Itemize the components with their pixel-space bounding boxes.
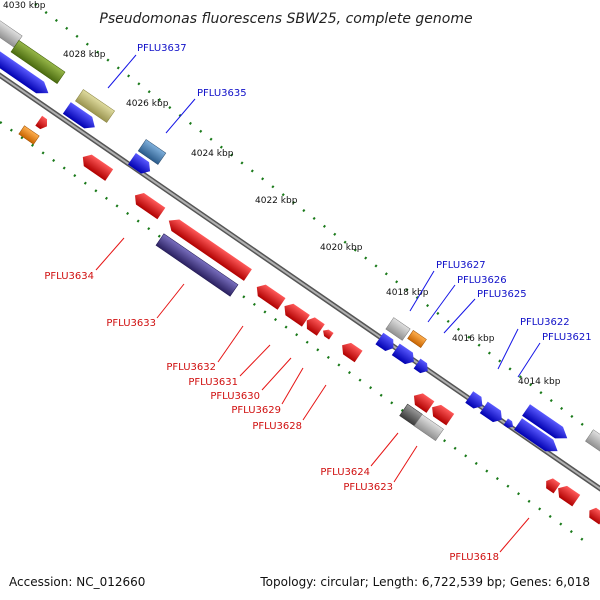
gene-label[interactable]: PFLU3637 xyxy=(137,43,187,54)
gene-olive[interactable] xyxy=(10,40,66,84)
gene-khaki[interactable] xyxy=(75,89,115,123)
gene-red-reverse-7[interactable] xyxy=(321,327,334,340)
gene-red-reverse-13[interactable] xyxy=(586,506,600,525)
gene-steel[interactable] xyxy=(137,139,167,165)
gene-red-reverse-2[interactable] xyxy=(131,190,166,220)
gene-label[interactable]: PFLU3623 xyxy=(343,482,393,493)
gene-blue-forward-10[interactable] xyxy=(522,404,571,444)
scale-track-outer xyxy=(34,3,600,439)
tick-label: 4028 kbp xyxy=(63,50,106,60)
gene-label[interactable]: PFLU3624 xyxy=(320,467,370,478)
gene-blue-forward-5[interactable] xyxy=(391,343,418,368)
tick-label: 4022 kbp xyxy=(255,196,298,206)
gene-blue-forward-4[interactable] xyxy=(375,332,397,354)
gene-label[interactable]: PFLU3626 xyxy=(457,275,507,286)
gene-label[interactable]: PFLU3633 xyxy=(106,318,156,329)
leader-lines-reverse xyxy=(95,237,530,553)
gene-label[interactable]: PFLU3630 xyxy=(210,391,260,402)
gene-red-reverse-11[interactable] xyxy=(543,476,561,494)
accession-text: Accession: NC_012660 xyxy=(9,575,145,589)
gene-blue-forward-3[interactable] xyxy=(127,153,154,177)
tick-label: 4026 kbp xyxy=(126,99,169,109)
gene-gray-right[interactable] xyxy=(585,429,600,453)
gene-red-reverse-9[interactable] xyxy=(410,390,435,413)
gene-blue-forward-8[interactable] xyxy=(479,401,506,426)
gene-blue-forward-7[interactable] xyxy=(465,391,486,412)
gene-red-reverse-1[interactable] xyxy=(79,151,114,181)
map-title: Pseudomonas fluorescens SBW25, complete … xyxy=(99,11,472,27)
gene-label[interactable]: PFLU3628 xyxy=(252,421,302,432)
gene-orange-mid[interactable] xyxy=(407,330,427,348)
tick-label: 4024 kbp xyxy=(191,149,234,159)
leader-lines-forward xyxy=(107,54,541,378)
gene-label[interactable]: PFLU3618 xyxy=(449,552,499,563)
gene-red-reverse-5[interactable] xyxy=(280,300,310,327)
gene-red-reverse-8[interactable] xyxy=(338,339,363,363)
gene-labels-reverse: PFLU3634 PFLU3633 PFLU3632 PFLU3631 PFLU… xyxy=(44,271,499,563)
genome-backbone xyxy=(0,72,600,492)
gene-label[interactable]: PFLU3621 xyxy=(542,332,592,343)
gene-blue-forward-2[interactable] xyxy=(62,102,99,133)
tick-label: 4014 kbp xyxy=(518,377,561,387)
gene-label[interactable]: PFLU3627 xyxy=(436,260,486,271)
reverse-strand-genes xyxy=(18,115,600,525)
gene-blue-forward-11[interactable] xyxy=(514,418,561,457)
gene-blue-forward-1[interactable] xyxy=(0,51,52,99)
tick-label: 4030 kbp xyxy=(3,1,46,11)
gene-label[interactable]: PFLU3631 xyxy=(188,377,238,388)
tick-label: 4020 kbp xyxy=(320,243,363,253)
gene-label[interactable]: PFLU3622 xyxy=(520,317,570,328)
gene-slate[interactable] xyxy=(155,233,239,297)
gene-labels-forward: PFLU3637 PFLU3635 PFLU3627 PFLU3626 PFLU… xyxy=(137,43,592,343)
topology-text: Topology: circular; Length: 6,722,539 bp… xyxy=(259,575,590,589)
gene-red-reverse-12[interactable] xyxy=(554,482,581,507)
gene-red-reverse-10[interactable] xyxy=(428,401,455,426)
gene-label[interactable]: PFLU3625 xyxy=(477,289,527,300)
gene-label[interactable]: PFLU3634 xyxy=(44,271,94,282)
gene-blue-forward-6[interactable] xyxy=(413,358,432,376)
forward-strand-genes xyxy=(0,18,600,457)
gene-red-reverse-6[interactable] xyxy=(303,315,325,336)
gene-label[interactable]: PFLU3629 xyxy=(231,405,281,416)
kbp-tick-labels: 4030 kbp 4028 kbp 4026 kbp 4024 kbp 4022… xyxy=(3,1,561,387)
gene-label[interactable]: PFLU3635 xyxy=(197,88,247,99)
gene-gray-mid[interactable] xyxy=(385,317,411,341)
gene-red-reverse-4[interactable] xyxy=(253,281,286,310)
gene-gray-low[interactable] xyxy=(413,414,444,442)
gene-blue-forward-9[interactable] xyxy=(503,418,515,430)
tick-label: 4016 kbp xyxy=(452,334,495,344)
gene-orange-top[interactable] xyxy=(18,125,40,145)
gene-label[interactable]: PFLU3632 xyxy=(166,362,216,373)
gene-red-reverse-3[interactable] xyxy=(165,215,252,281)
scale-track-inner xyxy=(0,121,591,546)
tick-label: 4018 kbp xyxy=(386,288,429,298)
gene-red-small-top[interactable] xyxy=(35,115,50,132)
